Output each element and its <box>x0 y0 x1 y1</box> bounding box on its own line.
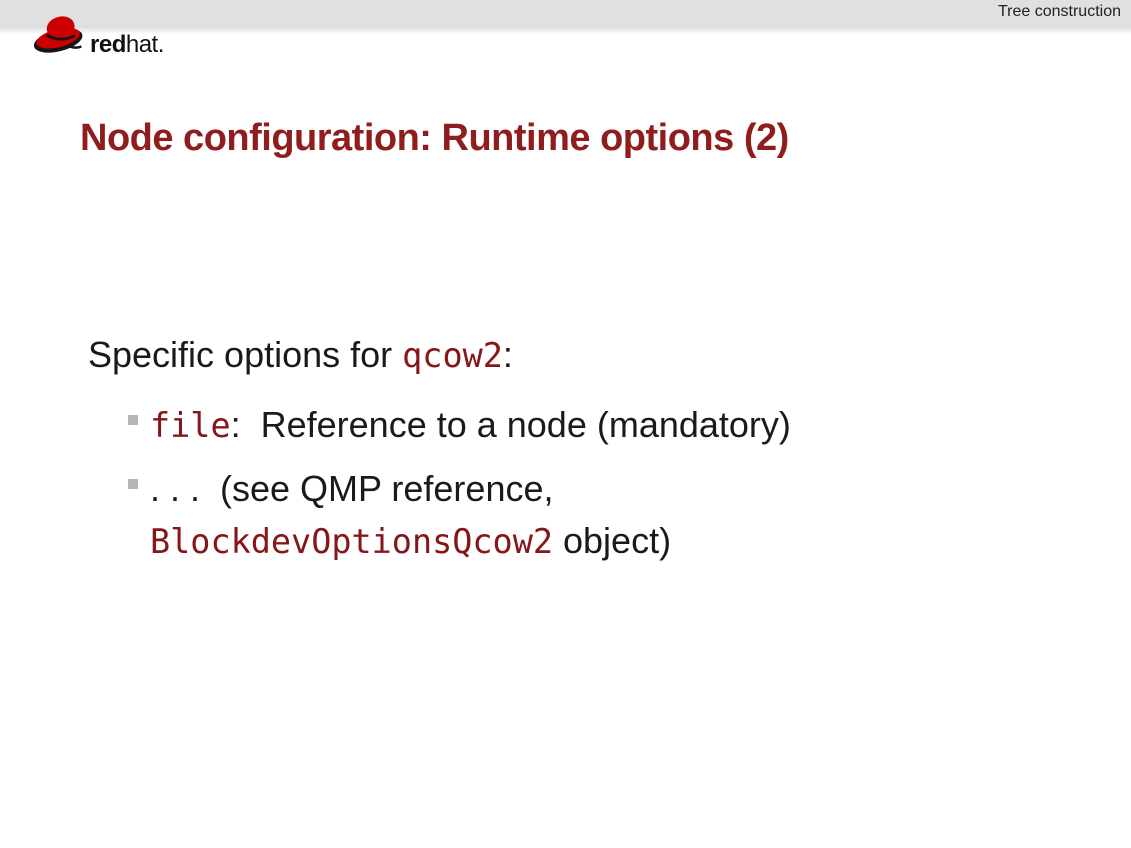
redhat-wordmark: redhat. <box>90 31 164 59</box>
bullet-square-icon <box>128 479 138 490</box>
slide-body: Specific options for qcow2: file: Refere… <box>88 332 1048 580</box>
inline-code-file: file <box>150 406 231 445</box>
intro-line: Specific options for qcow2: <box>88 332 1048 377</box>
bullet-text: file: Reference to a node (mandatory) <box>150 399 791 451</box>
slide-title: Node configuration: Runtime options (2) <box>80 117 789 160</box>
inline-code-blockdevoptionsqcow2: BlockdevOptionsQcow2 <box>150 522 553 562</box>
wordmark-hat: hat <box>125 31 158 58</box>
intro-prefix: Specific options for <box>88 334 403 375</box>
bullet-square-icon <box>128 415 138 425</box>
bullet-item-file: file: Reference to a node (mandatory) <box>88 399 1048 451</box>
redhat-fedora-icon <box>30 10 88 63</box>
bullet2-rest: object) <box>553 520 672 562</box>
inline-code-qcow2: qcow2 <box>402 336 503 375</box>
wordmark-red: red <box>90 31 126 58</box>
bullet-item-qmp-reference: . . . (see QMP reference, BlockdevOption… <box>88 463 1048 567</box>
bullet1-rest: : Reference to a node (mandatory) <box>230 404 791 445</box>
intro-suffix: : <box>502 334 513 375</box>
section-title: Tree construction <box>997 3 1121 20</box>
wordmark-period: . <box>157 31 165 58</box>
redhat-logo: redhat. <box>30 10 164 63</box>
bullet-text: . . . (see QMP reference, BlockdevOption… <box>150 463 671 567</box>
bullet2-line1: . . . (see QMP reference, <box>150 468 554 510</box>
section-header-bar: Tree construction <box>0 0 1131 34</box>
